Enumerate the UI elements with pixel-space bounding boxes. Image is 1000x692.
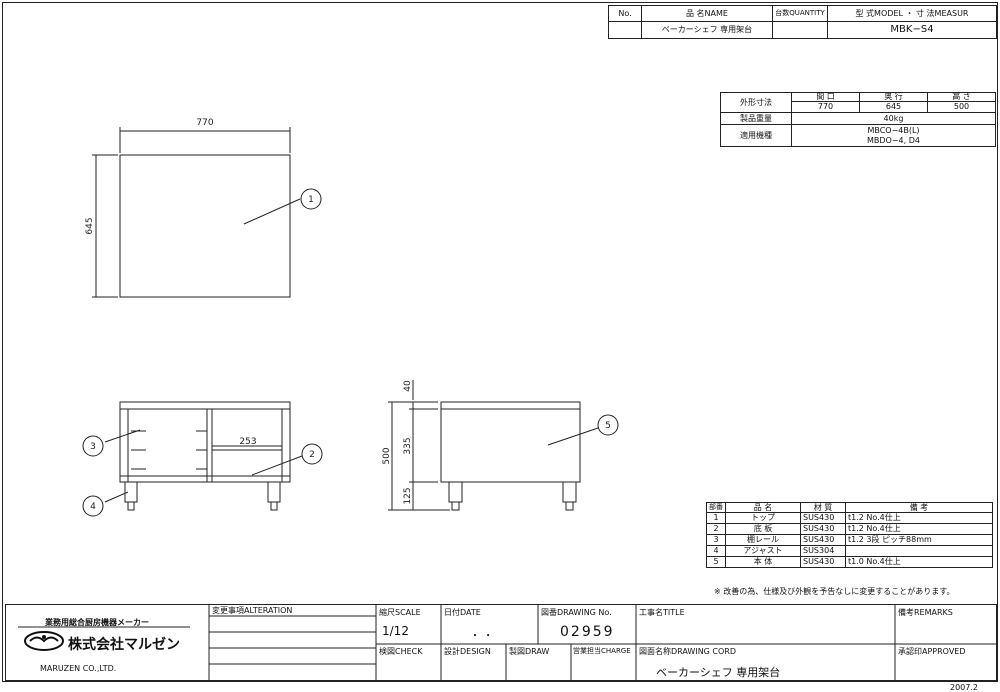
dim-shelf-pitch: 253 (239, 437, 256, 447)
title-label: 工事名TITLE (639, 608, 685, 617)
table-row: 1 トップ SUS430 t1.2 No.4仕上 (706, 512, 993, 524)
dim-side-total: 500 (382, 447, 392, 464)
table-row: 3 棚レール SUS430 t1.2 3段 ピッチ88mm (706, 534, 993, 546)
spec-table: 外形寸法 間 口 奥 行 高 さ 770 645 500 製品重量 40kg 適… (720, 92, 996, 147)
parts-table: 部番 品 名 材 質 備 考 1 トップ SUS430 t1.2 No.4仕上 … (706, 502, 993, 568)
change-notice: ※ 改善の為、仕様及び外観を予告なしに変更することがあります。 (714, 587, 955, 596)
dim-top-depth: 645 (85, 217, 95, 234)
date-value: ・ ・ (470, 631, 494, 642)
maruzen-logo-icon (24, 631, 64, 651)
drawing-cord-label: 図面名称DRAWING CORD (639, 647, 737, 656)
check-label: 検図CHECK (379, 647, 423, 656)
company-name-jp: 株式会社マルゼン (68, 637, 180, 653)
balloon-5 (597, 414, 619, 436)
models-line-1: MBCO−4B(L) (867, 126, 920, 136)
part-notes: t1.0 No.4仕上 (845, 556, 993, 568)
design-label: 設計DESIGN (444, 647, 491, 656)
balloon-1 (300, 188, 322, 210)
balloon-2-label: 2 (309, 450, 315, 460)
title-block (5, 604, 997, 681)
balloon-1-label: 1 (308, 195, 314, 205)
balloon-4-label: 4 (90, 502, 96, 512)
remarks-label: 備考REMARKS (898, 608, 953, 617)
scale-label: 縮尺SCALE (379, 608, 421, 617)
company-name-en: MARUZEN CO.,LTD. (40, 664, 117, 673)
balloon-2 (301, 443, 323, 465)
revision-date: 2007.2 (950, 683, 978, 692)
header-table: No. 品 名NAME 台数QUANTITY 型 式MODEL ・ 寸 法MEA… (608, 5, 997, 39)
drawing-no: 02959 (560, 624, 615, 640)
dim-top-width: 770 (196, 118, 213, 128)
charge-label: 営業担当CHARGE (573, 647, 631, 655)
balloon-4 (82, 495, 104, 517)
drawing-area: 770 645 253 40 500 335 125 1 2 3 4 5 (82, 118, 619, 517)
sheet-border (2, 2, 998, 682)
model-value: MBK−S4 (827, 21, 997, 39)
scale-value: 1/12 (382, 624, 409, 638)
date-label: 日付DATE (444, 608, 481, 617)
balloon-3-label: 3 (90, 442, 96, 452)
alteration-label: 変更事項ALTERATION (212, 606, 293, 615)
dim-side-leg: 125 (403, 487, 413, 504)
dim-side-mid: 335 (403, 437, 413, 454)
balloon-5-label: 5 (605, 421, 611, 431)
dim-side-top: 40 (403, 380, 413, 392)
models-cell: MBCO−4B(L) MBDO−4, D4 (791, 124, 996, 147)
approved-label: 承認印APPROVED (898, 647, 966, 656)
top-view-outline (119, 154, 291, 298)
balloon-3 (82, 435, 104, 457)
draw-label: 製図DRAW (509, 647, 550, 656)
models-line-2: MBDO−4, D4 (867, 135, 920, 145)
table-row: 5 本 体 SUS430 t1.0 No.4仕上 (706, 556, 993, 568)
drawing-no-label: 図番DRAWING No. (541, 608, 612, 617)
drawing-name: ベーカーシェフ 専用架台 (656, 666, 781, 679)
company-slogan: 業務用総合厨房機器メーカー (45, 618, 149, 627)
